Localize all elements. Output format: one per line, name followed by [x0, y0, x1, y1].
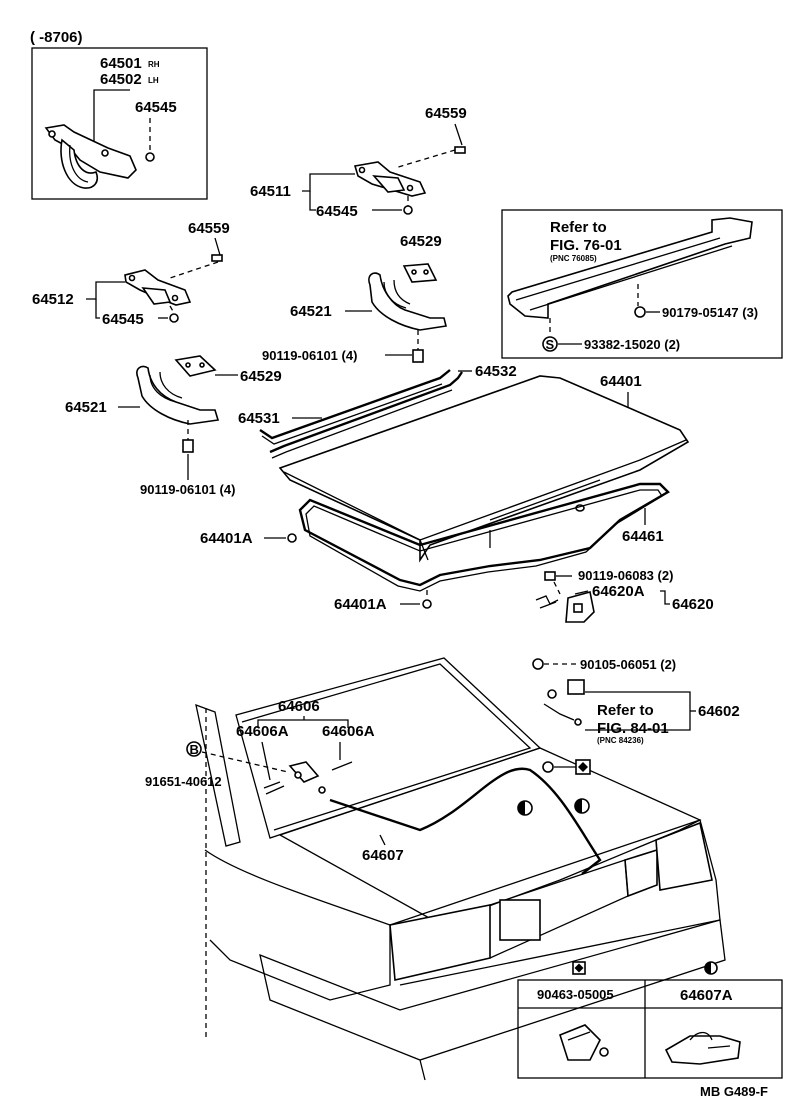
label-64602: 64602 — [698, 703, 740, 720]
hinge-arm-64521-b-drawing — [136, 365, 220, 425]
label-64606A-b: 64606A — [322, 723, 375, 740]
legend-half-circle-symbol — [704, 961, 718, 975]
label-64545-a: 64545 — [316, 203, 358, 220]
lock-cylinder-drawing — [543, 679, 585, 726]
label-64501: 64501 — [100, 55, 142, 72]
legend-clip1-drawing — [559, 1024, 609, 1061]
release-cable — [329, 767, 602, 875]
plate-64529-a-drawing — [402, 263, 438, 283]
label-64606: 64606 — [278, 698, 320, 715]
label-lh-tag: LH — [148, 76, 159, 85]
label-90119-06083: 90119-06083 (2) — [578, 568, 673, 583]
label-64559-top: 64559 — [425, 105, 467, 122]
spoiler-panel: Refer to FIG. 76-01 (PNC 76085) 90179-05… — [501, 209, 783, 359]
label-64529-a: 64529 — [400, 233, 442, 250]
label-64545-b: 64545 — [102, 311, 144, 328]
label-90119-06101-a: 90119-06101 (4) — [262, 348, 357, 363]
label-64531: 64531 — [238, 410, 280, 427]
lock-refer-line1: Refer to — [597, 702, 654, 719]
label-64559-left: 64559 — [188, 220, 230, 237]
hinge-old-drawing — [44, 124, 137, 189]
spoiler-drawing — [507, 217, 753, 319]
label-64401A-a: 64401A — [200, 530, 253, 547]
label-64620: 64620 — [672, 596, 714, 613]
torsion-bars-drawing — [259, 369, 463, 459]
hinge-64512-drawing — [124, 269, 192, 306]
legend-table: 90463-05005 64607A — [517, 961, 783, 1079]
label-90119-06101-b: 90119-06101 (4) — [140, 482, 235, 497]
lock-64620-drawing — [535, 591, 595, 623]
label-64502: 64502 — [100, 71, 142, 88]
plate-64529-b-drawing — [174, 355, 217, 377]
legend-col2-part: 64607A — [680, 987, 733, 1004]
hinge-64511-drawing — [353, 161, 427, 197]
legend-clip2-drawing — [664, 1031, 741, 1065]
spoiler-refer-pnc: (PNC 76085) — [550, 254, 597, 263]
lock-refer-pnc: (PNC 84236) — [597, 736, 644, 745]
label-64532: 64532 — [475, 363, 517, 380]
diamond-clip-marker — [575, 759, 591, 775]
label-64545-inset: 64545 — [135, 99, 177, 116]
weatherstrip-drawing — [298, 482, 670, 592]
trunk-lid-drawing — [278, 375, 690, 563]
label-64606A-a: 64606A — [236, 723, 289, 740]
legend-diamond-symbol — [572, 961, 586, 975]
label-64521-a: 64521 — [290, 303, 332, 320]
label-64521-b: 64521 — [65, 399, 107, 416]
label-91651-40612: 91651-40612 — [145, 774, 222, 789]
label-64511: 64511 — [250, 183, 291, 200]
hinge-arm-64521-a-drawing — [368, 272, 447, 331]
label-64607: 64607 — [362, 847, 404, 864]
b-mark: B — [190, 742, 199, 757]
lock-refer-line2: FIG. 84-01 — [597, 720, 669, 737]
label-64529-b: 64529 — [240, 368, 282, 385]
label-90105-06051: 90105-06051 (2) — [580, 657, 676, 672]
inset-panel: 64501 RH 64502 LH 64545 — [31, 47, 208, 200]
date-range-label: ( -8706) — [30, 29, 83, 46]
half-circle-marker-b — [574, 798, 590, 814]
label-rh-tag: RH — [148, 60, 160, 69]
s-mark: S — [546, 337, 555, 352]
label-64401A-b: 64401A — [334, 596, 387, 613]
label-93382-15020: 93382-15020 (2) — [584, 337, 680, 352]
figure-code: MB G489-F — [700, 1084, 768, 1099]
legend-col1-part: 90463-05005 — [537, 987, 614, 1002]
release-lever-drawing — [263, 761, 353, 795]
half-circle-marker-a — [517, 800, 533, 816]
label-64461: 64461 — [622, 528, 664, 545]
label-90179-05147: 90179-05147 (3) — [662, 305, 758, 320]
spoiler-refer-line2: FIG. 76-01 — [550, 237, 622, 254]
label-64512: 64512 — [32, 291, 74, 308]
spoiler-refer-line1: Refer to — [550, 219, 607, 236]
car-body-drawing — [195, 657, 726, 1081]
label-64620A: 64620A — [592, 583, 645, 600]
label-64401: 64401 — [600, 373, 642, 390]
